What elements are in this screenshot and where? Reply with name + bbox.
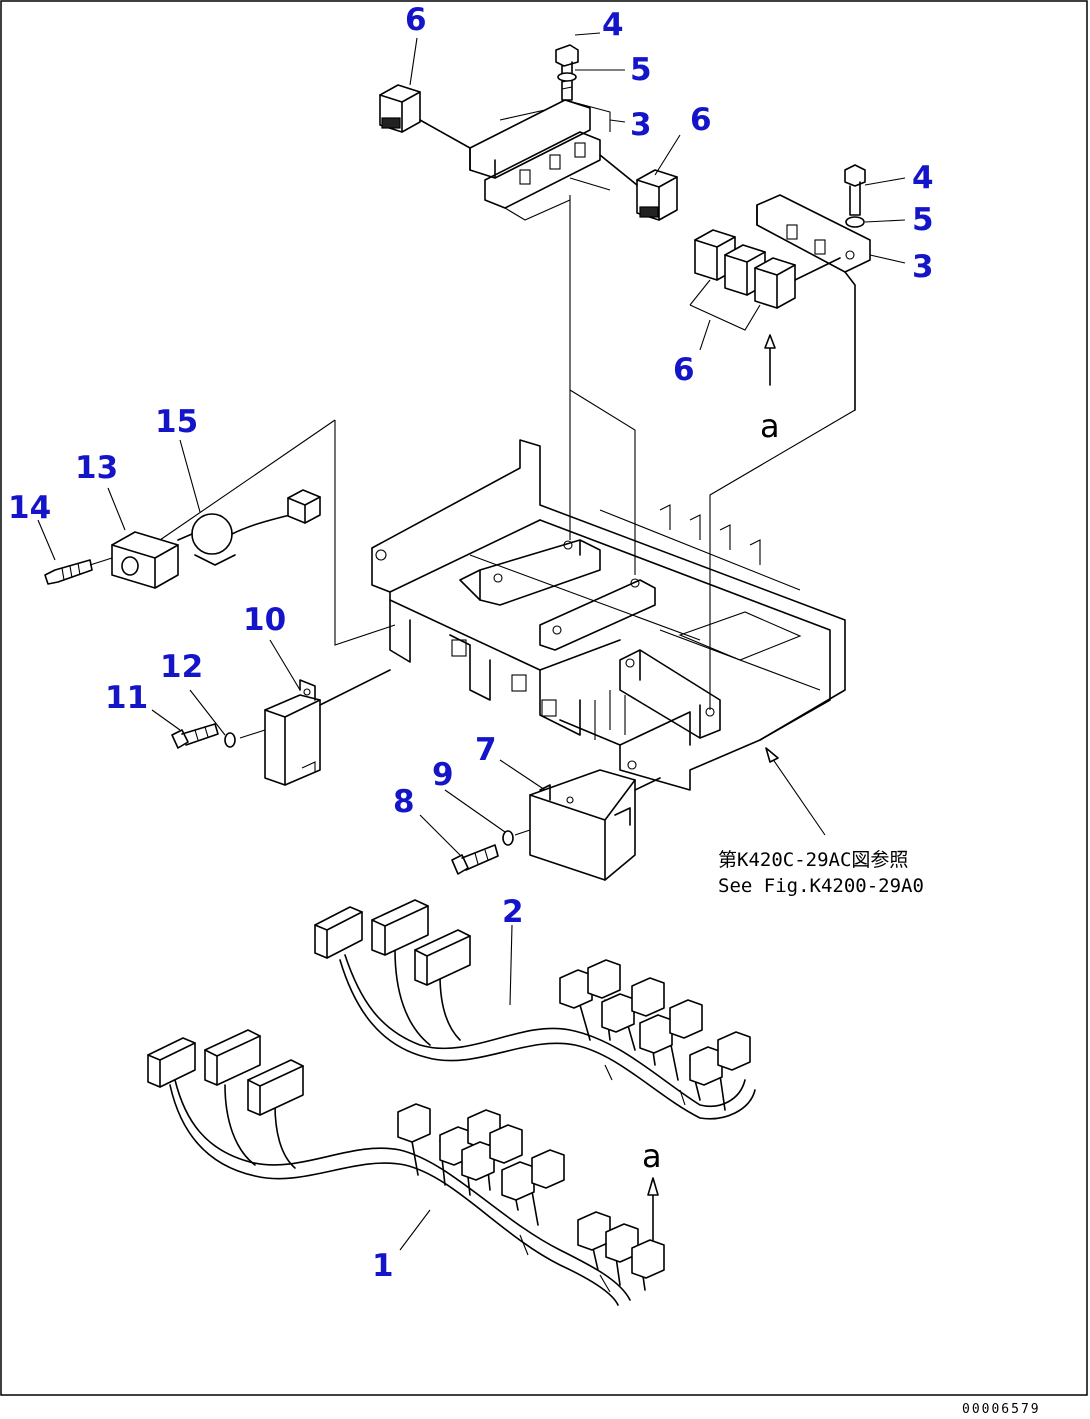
reference-note-en: See Fig.K4200-29A0 bbox=[718, 875, 924, 897]
leader-left-group bbox=[37, 439, 201, 561]
reference-note-jp: 第K420C-29AC図参照 bbox=[718, 849, 908, 871]
leader-right-group bbox=[699, 177, 906, 351]
callout-5-top: 5 bbox=[630, 52, 652, 88]
view-mark-a-lower: a bbox=[642, 1137, 662, 1175]
callout-4-top: 4 bbox=[602, 7, 624, 43]
leader-top-group bbox=[409, 32, 681, 176]
callout-15: 15 bbox=[155, 404, 198, 440]
callout-13: 13 bbox=[75, 450, 118, 486]
assembly-guide-lines bbox=[159, 195, 856, 710]
washer-top bbox=[557, 72, 577, 82]
relays-right-triple bbox=[689, 229, 841, 386]
relay-top-mid bbox=[599, 154, 678, 221]
callout-10: 10 bbox=[243, 602, 286, 638]
part-7-unit bbox=[529, 769, 661, 881]
callout-8: 8 bbox=[393, 784, 415, 820]
callout-14: 14 bbox=[8, 490, 51, 526]
relay-top-left bbox=[379, 84, 471, 149]
callout-2: 2 bbox=[502, 894, 524, 930]
washer-right bbox=[845, 216, 865, 228]
leader-2 bbox=[509, 924, 513, 1006]
harness-2 bbox=[314, 899, 756, 1120]
leader-7-8-9 bbox=[419, 759, 546, 856]
leader-1 bbox=[399, 1209, 431, 1251]
horn-switch-group bbox=[44, 489, 321, 589]
callout-6-right: 6 bbox=[673, 352, 695, 388]
callout-5-right: 5 bbox=[912, 202, 934, 238]
callout-12: 12 bbox=[160, 649, 203, 685]
callout-3-top: 3 bbox=[630, 107, 652, 143]
screw-11-washer-12 bbox=[171, 723, 266, 749]
callout-4-right: 4 bbox=[912, 160, 934, 196]
drawing-number: 00006579 bbox=[962, 1402, 1041, 1417]
view-mark-a-upper: a bbox=[760, 407, 780, 445]
callout-11: 11 bbox=[105, 680, 148, 716]
right-relay-bracket bbox=[756, 194, 871, 411]
callout-7: 7 bbox=[475, 732, 497, 768]
callout-6-top: 6 bbox=[405, 2, 427, 38]
bolt-right bbox=[844, 164, 866, 228]
callout-6-mid: 6 bbox=[690, 102, 712, 138]
main-tray bbox=[371, 439, 846, 791]
callout-3-right: 3 bbox=[912, 249, 934, 285]
horn-coil bbox=[191, 513, 233, 555]
bolt-top bbox=[555, 44, 579, 101]
callout-9: 9 bbox=[432, 757, 454, 793]
leader-tray bbox=[769, 754, 826, 836]
part-10-unit bbox=[264, 669, 391, 786]
callout-1: 1 bbox=[372, 1248, 394, 1284]
harness-1 bbox=[147, 1029, 665, 1306]
screw-8-washer-9 bbox=[451, 829, 531, 875]
top-relay-bracket bbox=[469, 99, 611, 221]
leader-10-11-12 bbox=[151, 639, 301, 736]
